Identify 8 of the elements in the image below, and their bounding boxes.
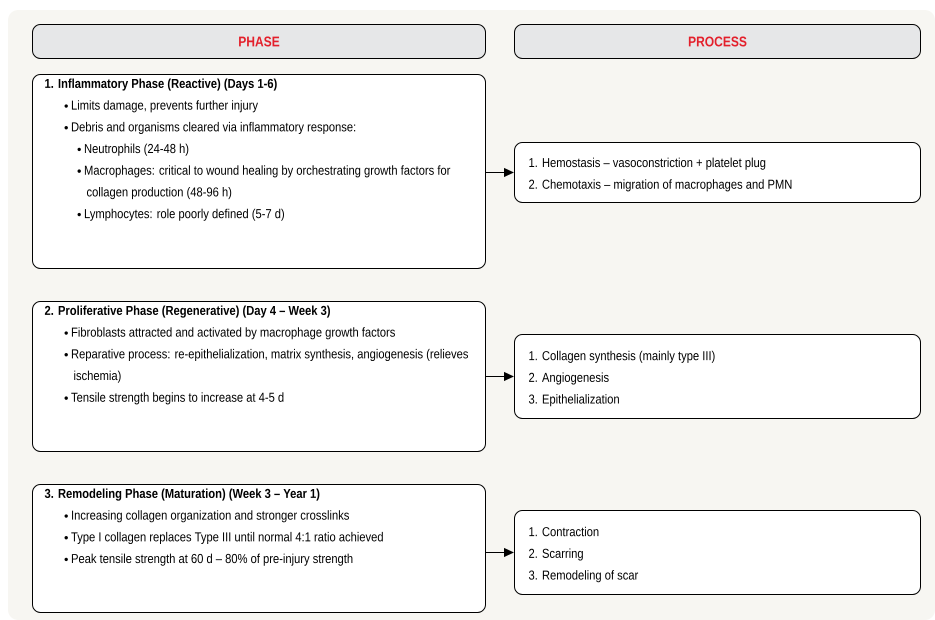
phase-box: 3. Remodeling Phase (Maturation) (Week 3 – Year 1) Increasing collagen organization and stronger crosslinks Type I collagen replaces Type III until normal 4:1 ratio achieved Peak tensile strength at 60 d – 80% of pre-injury strength (32, 484, 486, 613)
column-header: PROCESS (514, 24, 921, 59)
process-box: 1. Hemostasis – vasoconstriction + platelet plug 2. Chemotaxis – migration of macrophages and PMN (514, 142, 921, 203)
phase-box: 2. Proliferative Phase (Regenerative) (Day 4 – Week 3) Fibroblasts attracted and activated by macrophage growth factors Reparative process: re-epithelialization, matrix synthesis, angiogenesis (relieves ischemia) Tensile strength begins to increase at 4-5 d (32, 301, 486, 452)
process-box: 1. Collagen synthesis (mainly type III) 2. Angiogenesis 3. Epithelialization (514, 334, 921, 419)
column-header: PHASE (32, 24, 486, 59)
phase-box: 1. Inflammatory Phase (Reactive) (Days 1-6) Limits damage, prevents further injury Debris and organisms cleared via inflammatory response: Neutrophils (24-48 h) Macrophages: critical to wound healing by orchestrating growth factors for collagen production (48-96 h) Lymphocytes: role poorly defined (5-7 d) (32, 74, 486, 269)
process-box: 1. Contraction 2. Scarring 3. Remodeling of scar (514, 510, 921, 595)
